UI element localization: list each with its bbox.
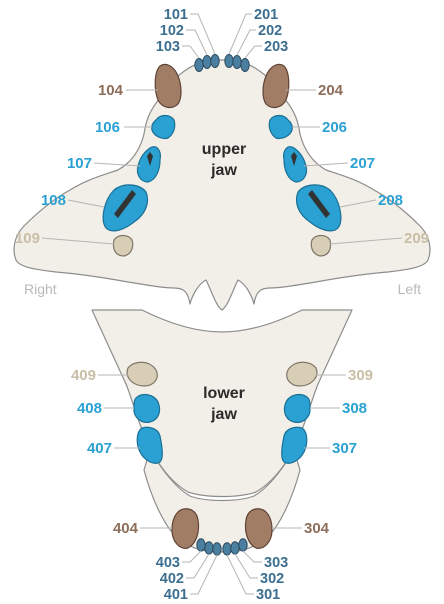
upper-jaw-bone [14, 60, 430, 310]
label-107: 107 [67, 155, 92, 172]
label-102: 102 [160, 23, 184, 39]
upper-jaw-title-line2: jaw [210, 162, 237, 179]
label-203: 203 [264, 39, 288, 55]
label-108: 108 [41, 192, 66, 209]
label-209: 209 [404, 230, 429, 247]
label-309: 309 [348, 367, 373, 384]
label-401: 401 [164, 587, 188, 603]
leader-102 [186, 30, 207, 55]
tooth-209[interactable] [311, 236, 330, 257]
label-202: 202 [258, 23, 282, 39]
tooth-308[interactable] [284, 395, 310, 423]
label-304: 304 [304, 520, 330, 537]
tooth-402[interactable] [205, 542, 213, 554]
label-301: 301 [256, 587, 280, 603]
label-407: 407 [87, 440, 112, 457]
leader-402 [186, 554, 209, 578]
leader-103 [182, 46, 199, 58]
leader-303 [243, 551, 262, 562]
label-303: 303 [264, 555, 288, 571]
tooth-108-root-tip [126, 198, 131, 203]
label-103: 103 [156, 39, 180, 55]
tooth-307[interactable] [282, 427, 307, 463]
side-label-left: Left [398, 281, 421, 297]
label-409: 409 [71, 367, 96, 384]
tooth-303[interactable] [239, 539, 247, 551]
tooth-401[interactable] [213, 543, 221, 555]
tooth-103[interactable] [195, 59, 203, 72]
tooth-407[interactable] [137, 427, 162, 463]
leader-301 [227, 555, 254, 594]
label-206: 206 [322, 119, 347, 136]
tooth-102[interactable] [203, 56, 211, 69]
tooth-408[interactable] [134, 395, 160, 423]
leader-101 [190, 14, 215, 54]
leader-302 [235, 554, 258, 578]
tooth-204[interactable] [263, 64, 289, 107]
label-207: 207 [350, 155, 375, 172]
leader-202 [237, 30, 256, 55]
leader-401 [190, 555, 217, 594]
leader-403 [182, 551, 201, 562]
upper-jaw-title-line1: upper [202, 141, 246, 158]
label-402: 402 [160, 571, 184, 587]
label-101: 101 [164, 7, 188, 23]
lower-jaw-title-line1: lower [203, 385, 245, 402]
tooth-302[interactable] [231, 542, 239, 554]
tooth-304[interactable] [245, 509, 272, 549]
label-408: 408 [77, 400, 102, 417]
tooth-208-root-tip [314, 198, 319, 203]
tooth-404[interactable] [172, 509, 199, 549]
tooth-301[interactable] [223, 543, 231, 555]
label-302: 302 [260, 571, 284, 587]
tooth-203[interactable] [241, 59, 249, 72]
label-208: 208 [378, 192, 403, 209]
label-106: 106 [95, 119, 120, 136]
label-204: 204 [318, 82, 344, 99]
label-403: 403 [156, 555, 180, 571]
leader-203 [245, 46, 262, 58]
label-308: 308 [342, 400, 367, 417]
tooth-202[interactable] [233, 56, 241, 69]
tooth-201[interactable] [225, 55, 233, 68]
tooth-109[interactable] [113, 236, 132, 257]
tooth-104[interactable] [155, 64, 181, 107]
label-109: 109 [15, 230, 40, 247]
label-104: 104 [98, 82, 124, 99]
label-404: 404 [113, 520, 139, 537]
tooth-101[interactable] [211, 55, 219, 68]
side-label-right: Right [24, 281, 57, 297]
label-201: 201 [254, 7, 278, 23]
label-307: 307 [332, 440, 357, 457]
tooth-403[interactable] [197, 539, 205, 551]
lower-jaw-title-line2: jaw [210, 406, 237, 423]
